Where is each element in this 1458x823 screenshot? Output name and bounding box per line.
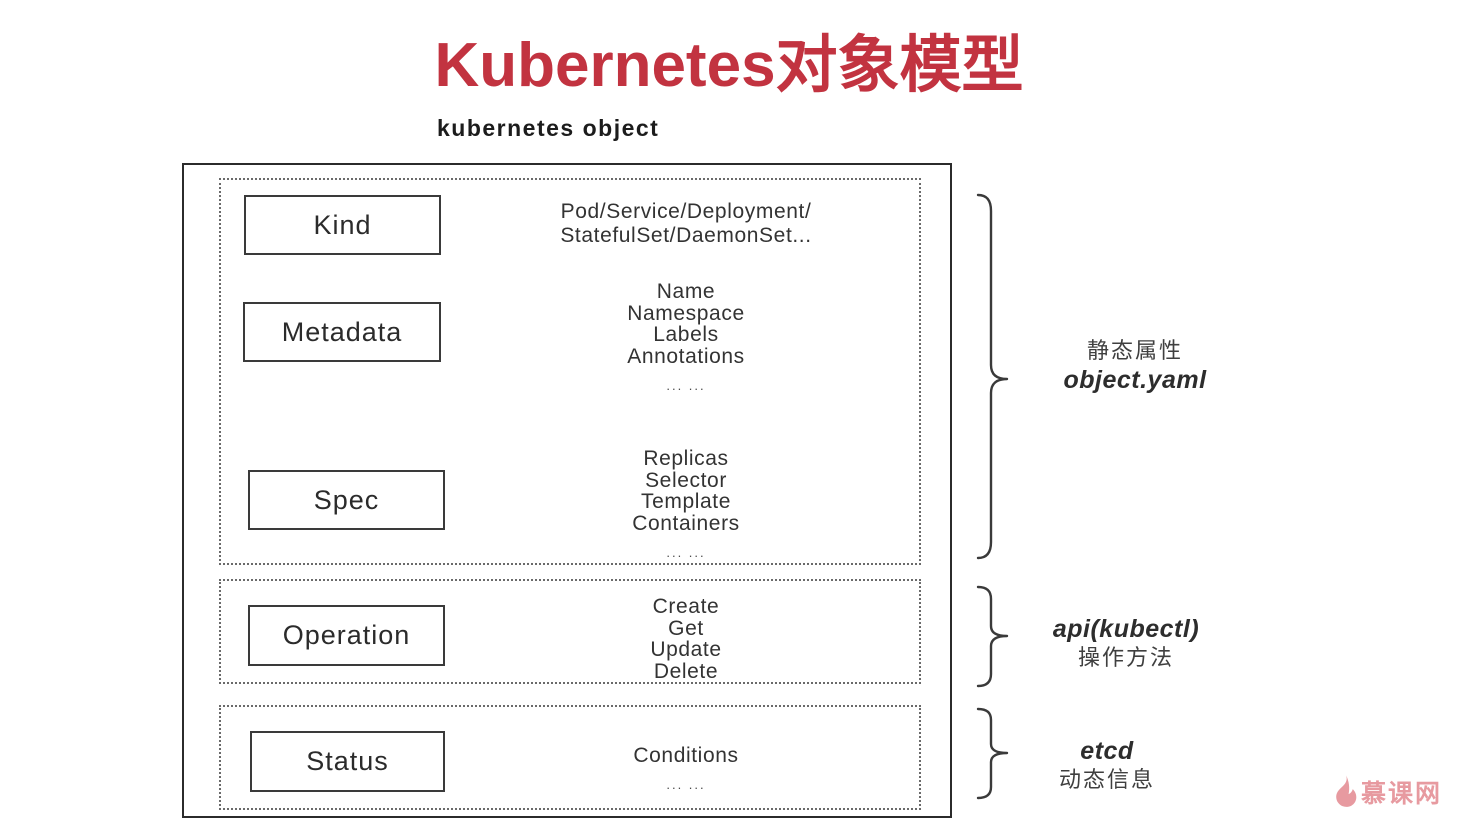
status-box-label: Status: [306, 746, 389, 776]
static-properties-section-box: [219, 178, 921, 565]
spec-values: Replicas Selector Template Containers ..…: [519, 448, 853, 564]
imooc-watermark: 慕课网: [1333, 774, 1442, 810]
brace-operations: [976, 585, 1009, 688]
metadata-box: Metadata: [243, 302, 441, 362]
status-box: Status: [250, 731, 445, 792]
diagram-subtitle: kubernetes object: [437, 115, 660, 141]
annotation-static-properties: 静态属性 object.yaml: [1035, 337, 1235, 395]
annotation-status: etcd 动态信息: [1022, 736, 1192, 794]
metadata-values: Name Namespace Labels Annotations ... ..…: [519, 281, 853, 397]
kubernetes-object-outer-box: [182, 163, 952, 818]
metadata-box-label: Metadata: [281, 316, 403, 347]
annotation-text: 静态属性: [1086, 338, 1183, 363]
annotation-emphasis: api(kubectl): [1052, 615, 1200, 643]
flame-icon: [1336, 775, 1357, 807]
value-line: Namespace: [627, 301, 745, 325]
value-line: Get: [668, 616, 704, 640]
value-line: Name: [656, 280, 716, 303]
status-section-box: [219, 705, 921, 810]
value-line: Create: [652, 595, 720, 618]
kind-values: Pod/Service/Deployment/ StatefulSet/Daem…: [519, 200, 853, 248]
value-line: Replicas: [643, 447, 729, 470]
spec-box: Spec: [248, 470, 445, 530]
brace-status: [976, 707, 1009, 800]
kind-box: Kind: [244, 195, 441, 255]
annotation-text: 操作方法: [1077, 645, 1174, 670]
brace-static-properties: [976, 193, 1009, 560]
annotation-operations: api(kubectl) 操作方法: [1028, 614, 1224, 672]
value-line: Delete: [653, 660, 719, 684]
value-line: Annotations: [627, 345, 745, 369]
value-line: StatefulSet/DaemonSet...: [560, 224, 812, 247]
status-values: Conditions ... ...: [519, 745, 853, 795]
spec-box-label: Spec: [313, 484, 380, 515]
value-line: Template: [640, 490, 731, 514]
value-line: Containers: [632, 512, 740, 536]
annotation-text: 动态信息: [1058, 767, 1155, 792]
annotation-emphasis: object.yaml: [1063, 366, 1207, 394]
ellipsis-line: ... ...: [666, 544, 706, 560]
operation-box: Operation: [248, 605, 445, 666]
watermark-brand: 慕课网: [1361, 780, 1443, 808]
kind-box-label: Kind: [313, 209, 372, 240]
ellipsis-line: ... ...: [666, 377, 706, 393]
annotation-emphasis: etcd: [1080, 737, 1134, 765]
value-line: Labels: [653, 323, 719, 347]
value-line: Update: [650, 638, 722, 662]
page-title: Kubernetes对象模型: [434, 31, 1024, 100]
operation-box-label: Operation: [282, 620, 411, 650]
value-line: Pod/Service/Deployment/: [560, 200, 812, 223]
ellipsis-line: ... ...: [666, 776, 706, 792]
value-line: Selector: [645, 468, 727, 492]
operation-values: Create Get Update Delete: [519, 596, 853, 683]
operation-section-box: [219, 579, 921, 684]
value-line: Conditions: [633, 744, 739, 767]
